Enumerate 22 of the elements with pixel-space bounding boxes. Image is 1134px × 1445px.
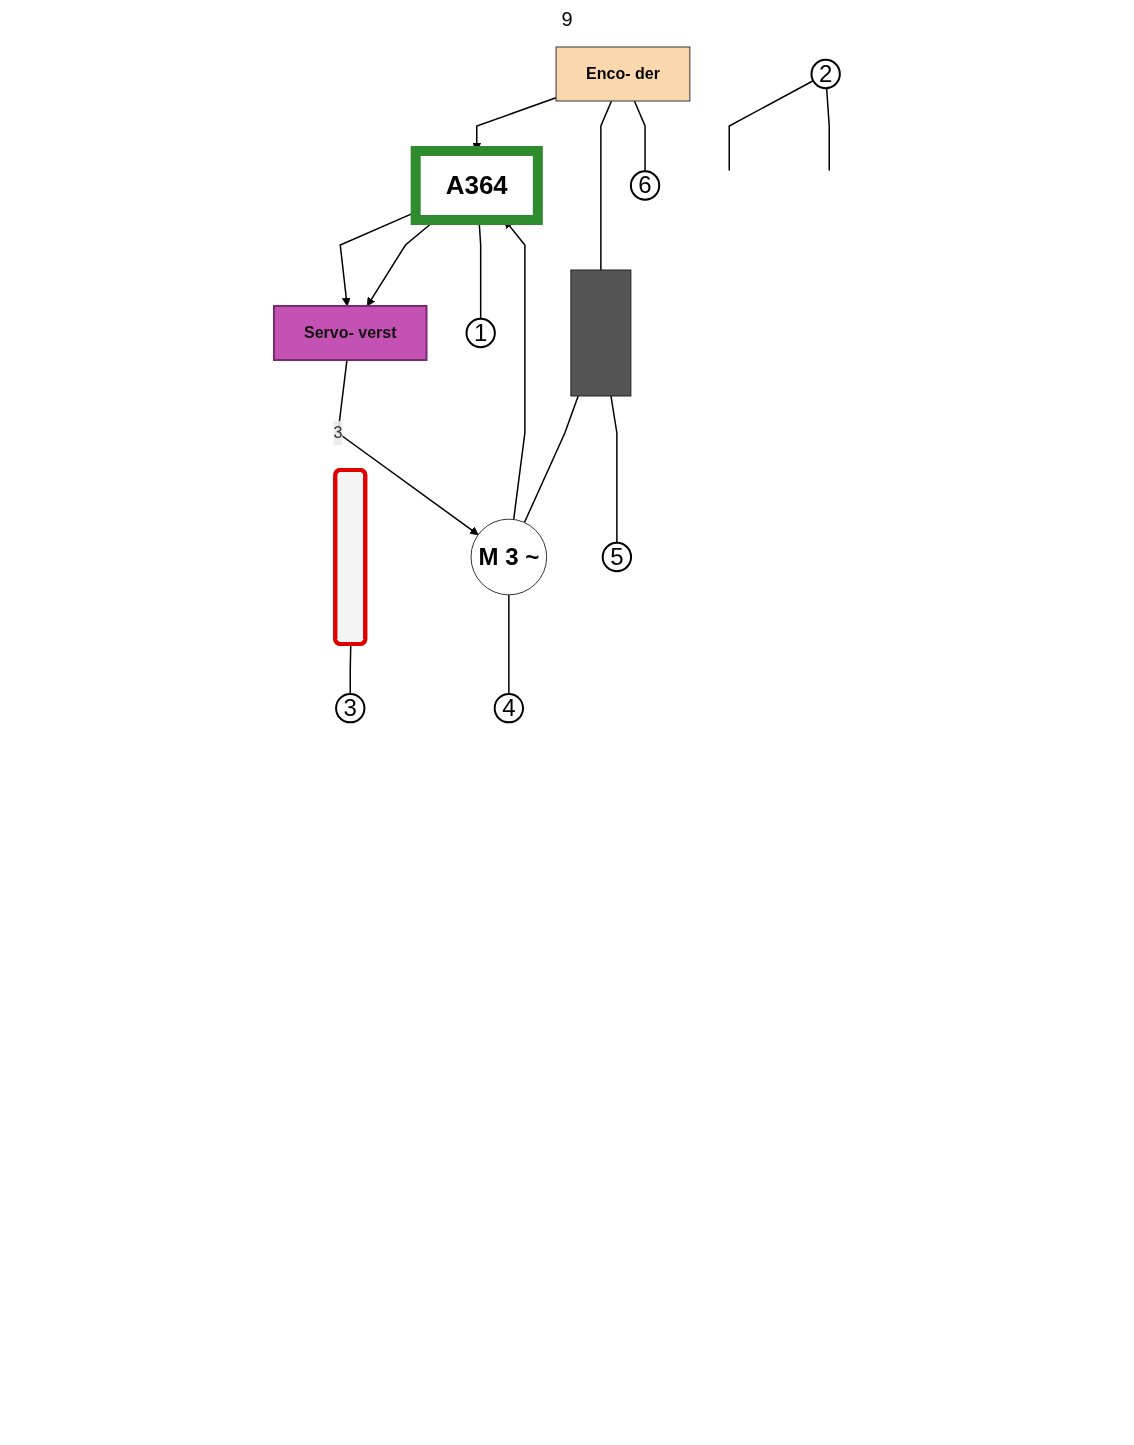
connector (508, 594, 510, 695)
connector (728, 80, 815, 172)
connector (524, 395, 580, 524)
connector (634, 100, 647, 173)
node-circle: 1 (465, 317, 497, 349)
node-circle: 4 (494, 693, 525, 724)
node-circle: M 3 ~ (470, 518, 548, 596)
node-bar (570, 269, 632, 397)
connector (610, 395, 618, 544)
bundle-count-label: 9 (561, 8, 573, 31)
connector (349, 643, 352, 695)
node-box: Enco- der (555, 46, 691, 102)
arrow (337, 359, 479, 536)
node-box: Servo- verst (273, 305, 428, 361)
node-circle: 2 (810, 58, 842, 90)
edge-label: 3 (333, 424, 343, 441)
node-circle: 6 (630, 170, 661, 201)
connector (826, 87, 831, 172)
node-circle: 5 (602, 541, 633, 573)
connector (600, 100, 613, 271)
node-box: A364 (411, 146, 544, 225)
node-circle: 3 (335, 693, 366, 724)
